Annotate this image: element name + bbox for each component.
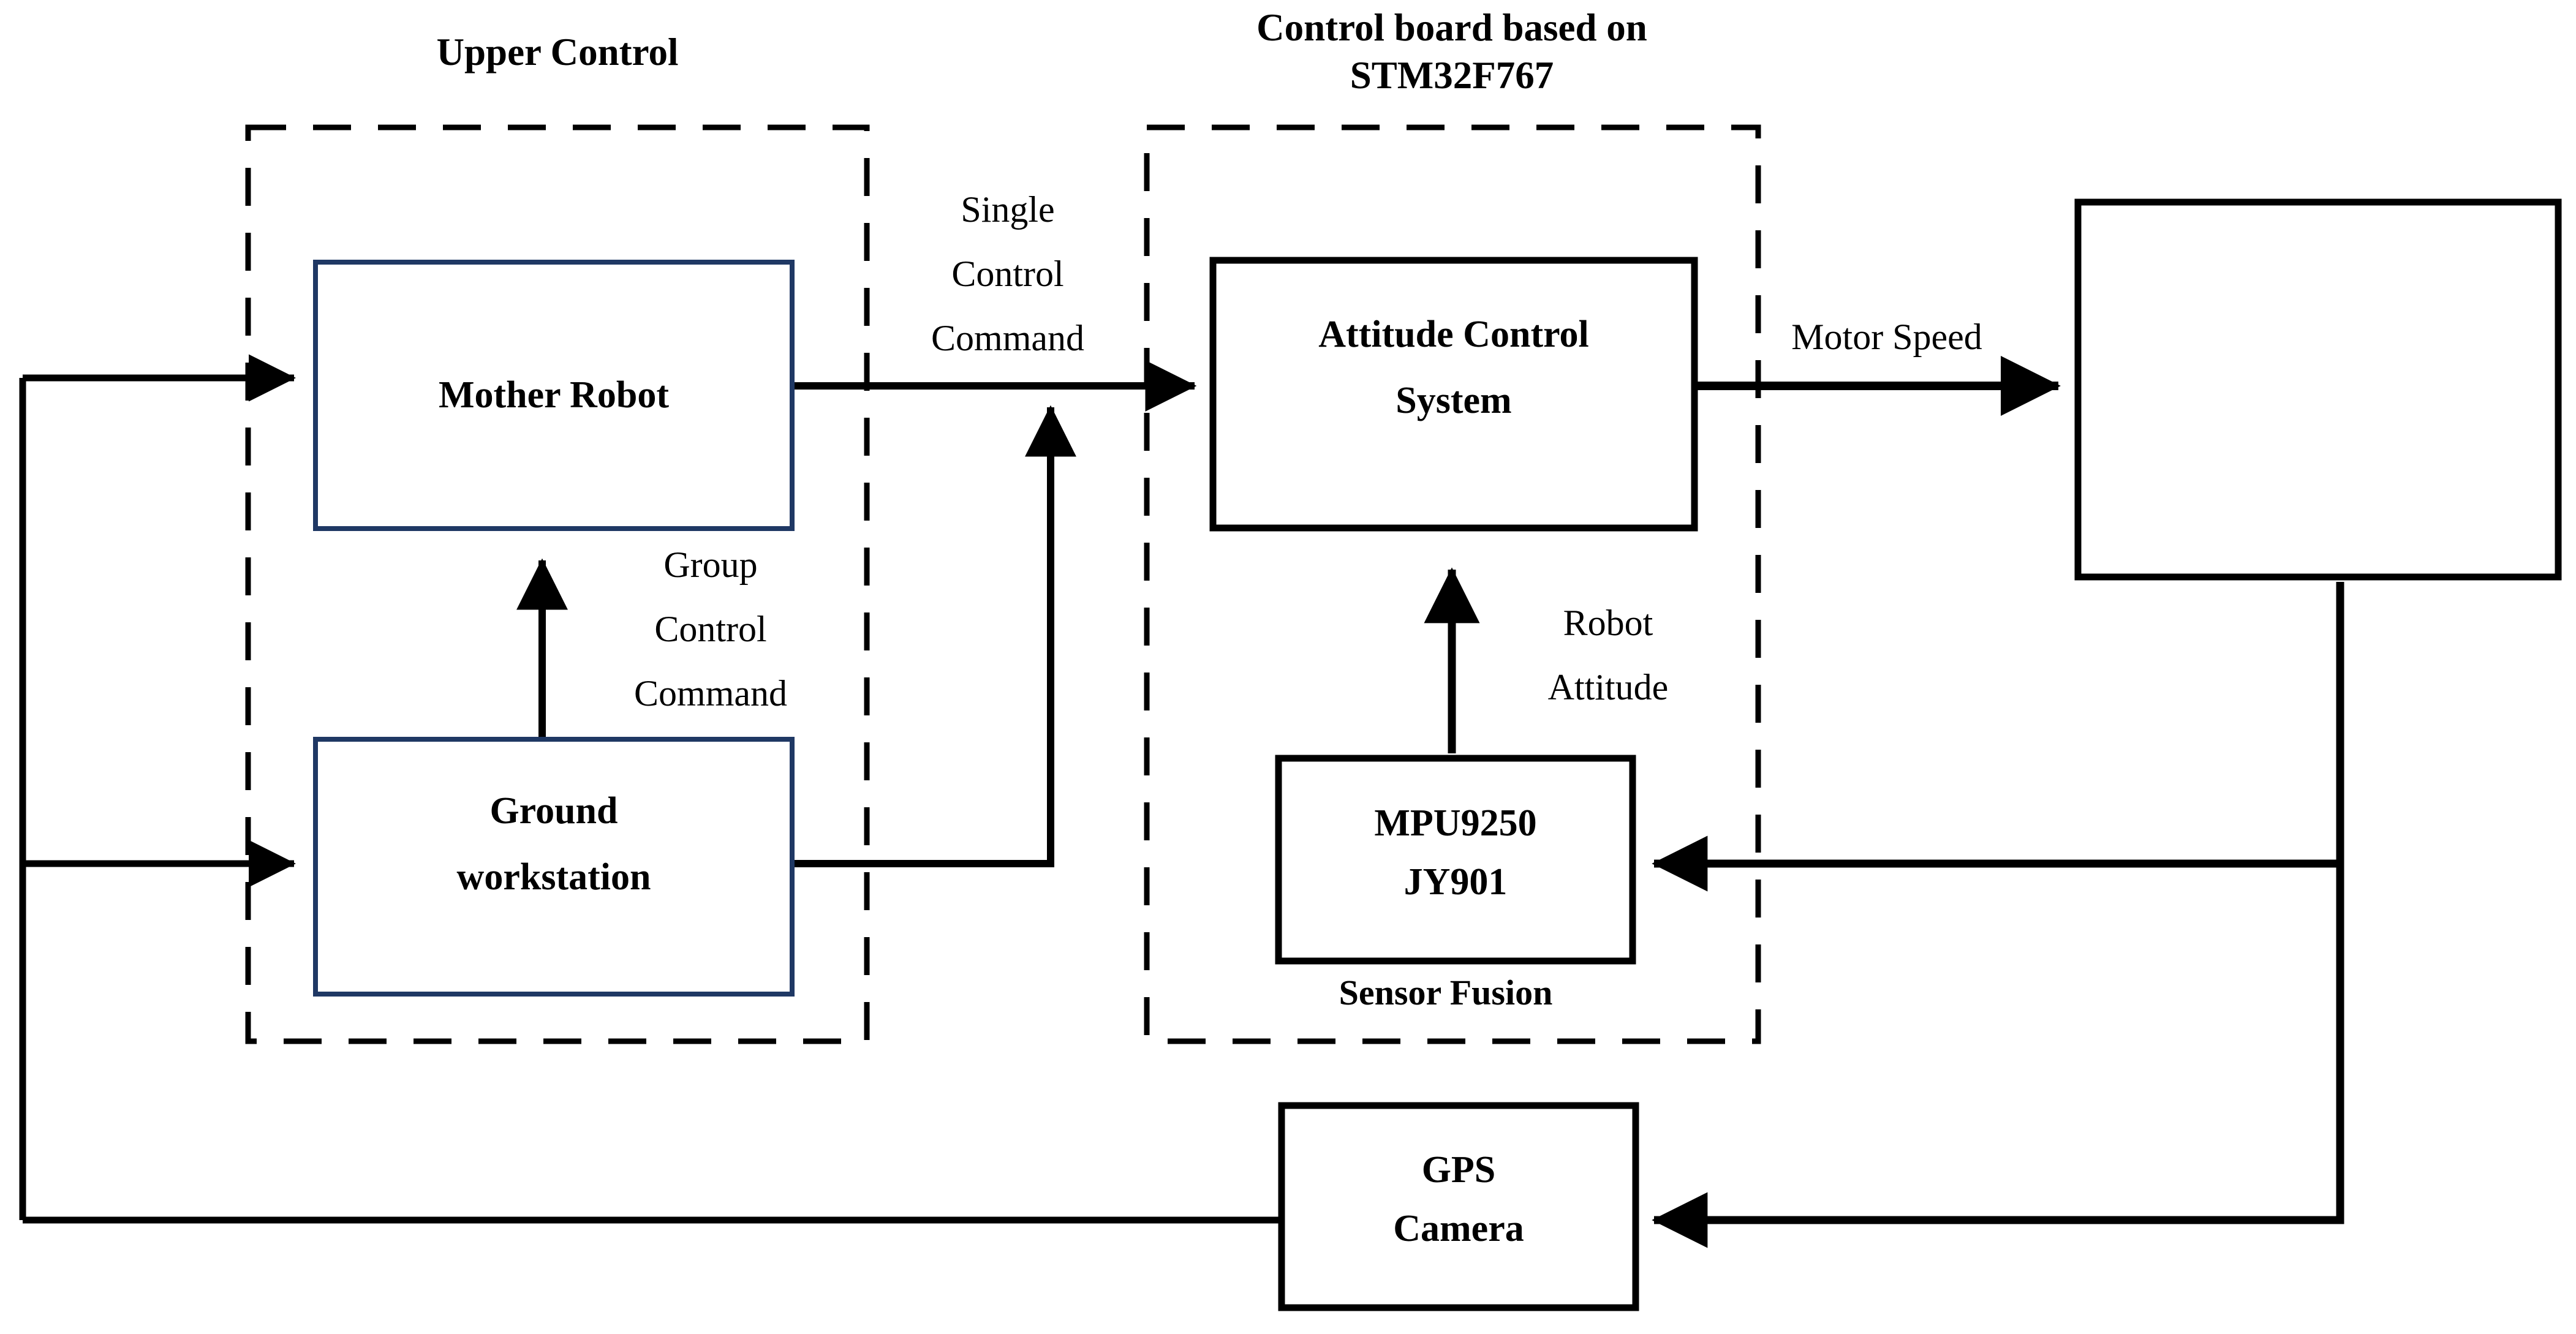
robot-cad-render-icon [2078,202,2558,577]
block-sensor-module[interactable] [1275,755,1636,965]
group-boundary-control-board [1144,124,1761,1044]
edge-ground-workstation-out [791,405,1076,867]
edge-robot-to-gps [1652,864,2344,1248]
block-ground-workstation[interactable] [313,737,795,997]
block-attitude-control-system[interactable] [1209,257,1698,532]
block-gps-camera[interactable] [1278,1102,1639,1311]
block-robot-photo[interactable] [2074,198,2562,581]
robot-photo-image [2078,202,2558,577]
group-boundary-upper-control [245,124,870,1044]
block-mother-robot[interactable] [313,260,795,531]
